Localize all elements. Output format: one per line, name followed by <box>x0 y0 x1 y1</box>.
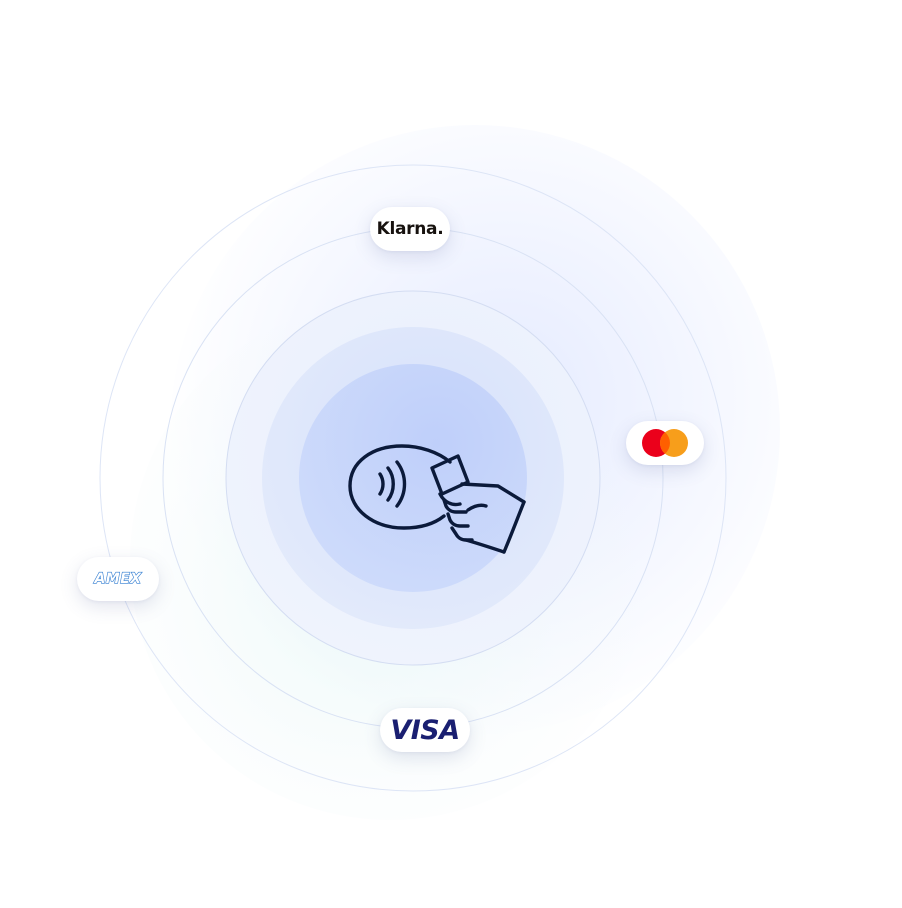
amex-chip: AMEX <box>77 557 159 601</box>
contactless-payment-icon <box>348 444 526 554</box>
mastercard-chip <box>626 421 704 465</box>
klarna-logo: Klarna. <box>376 219 444 239</box>
amex-logo: AMEX <box>94 570 142 587</box>
orbit-ring-outer <box>99 164 727 792</box>
klarna-chip: Klarna. <box>370 207 450 251</box>
visa-chip: VISA <box>380 708 470 752</box>
mastercard-icon <box>642 429 688 457</box>
visa-logo: VISA <box>390 714 460 746</box>
core-disc <box>299 364 527 592</box>
